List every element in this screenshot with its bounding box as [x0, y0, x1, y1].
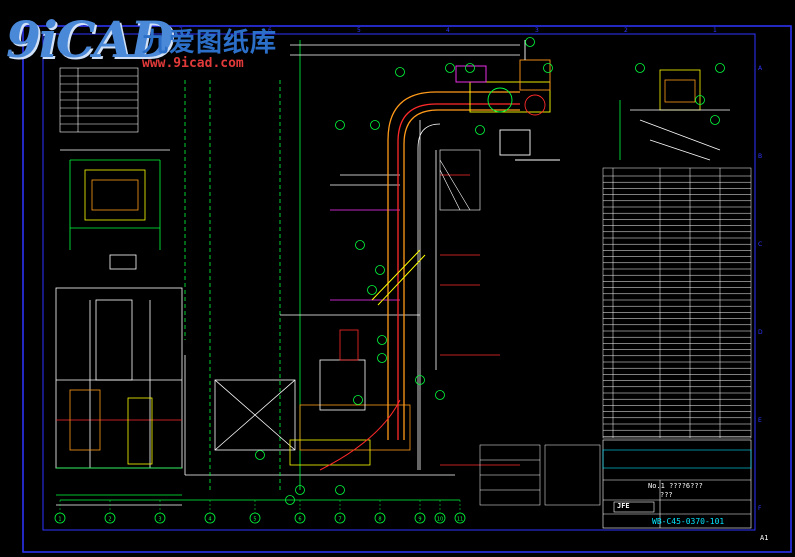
- callout-balloon: [435, 390, 445, 400]
- axis-callout-label: 9: [418, 517, 421, 523]
- grid-label-side: F: [758, 505, 762, 512]
- grid-label-top: 1: [713, 27, 717, 34]
- callout-balloon: [335, 120, 345, 130]
- callout-balloon: [377, 353, 387, 363]
- head-drive-assembly: [455, 40, 560, 161]
- title-line-1: No.1 ????6???: [648, 482, 703, 490]
- company-logo: JFE: [617, 502, 630, 510]
- grid-label-side: E: [758, 417, 762, 424]
- callout-balloon: [415, 375, 425, 385]
- callout-balloon: [445, 63, 455, 73]
- axis-callout-label: 10: [437, 517, 443, 523]
- grid-label-top: 5: [357, 27, 361, 34]
- callout-balloon: [355, 240, 365, 250]
- title-line-2: ???: [660, 491, 673, 499]
- axis-callout-label: 2: [108, 517, 111, 523]
- revision-block: [479, 444, 601, 506]
- grid-label-top: 6: [268, 27, 272, 34]
- left-elevation: [55, 287, 183, 506]
- grid-label-side: A: [758, 65, 763, 72]
- callout-balloon: [635, 63, 645, 73]
- axis-callout-label: 1: [58, 517, 61, 523]
- callout-balloon: [543, 63, 553, 73]
- callout-balloon: [285, 495, 295, 505]
- grid-label-top: 2: [624, 27, 628, 34]
- axis-callout-label: 5: [253, 517, 256, 523]
- callout-balloon: [335, 485, 345, 495]
- grid-label-top: 4: [446, 27, 450, 34]
- callout-balloon: [715, 63, 725, 73]
- axis-callouts: 1 2 3 4 5 6 7 8 9 10 11: [54, 500, 466, 524]
- sheet-inner-border: [42, 33, 756, 531]
- section-view-upper: [60, 149, 170, 270]
- callout-balloon: [375, 265, 385, 275]
- watermark-site-name: 九爱图纸库: [142, 28, 278, 58]
- spec-table: [59, 67, 139, 133]
- callout-balloon: [695, 95, 705, 105]
- grid-label-top: 7: [179, 27, 183, 34]
- sheet-outer-border: [22, 25, 792, 553]
- axis-callout-label: 11: [457, 517, 463, 523]
- drawing-number: WB-C45-0370-101: [652, 517, 725, 526]
- callout-balloon: [710, 115, 720, 125]
- axis-callout-label: 4: [208, 517, 211, 523]
- grid-label-top: 8: [90, 27, 94, 34]
- axis-callout-label: 7: [338, 517, 341, 523]
- conveyor-casing: [319, 91, 520, 471]
- callout-balloon: [395, 67, 405, 77]
- watermark: 9iCAD 九爱图纸库 www.9icad.com: [2, 4, 292, 76]
- callout-balloons: [255, 37, 725, 505]
- parts-list: [602, 167, 752, 439]
- grid-label-side: C: [758, 241, 762, 248]
- axis-callout-label: 3: [158, 517, 161, 523]
- watermark-url: www.9icad.com: [142, 56, 244, 71]
- detail-view: [619, 69, 730, 161]
- grid-labels-side: A B C D E F: [758, 65, 763, 512]
- callout-balloon: [353, 395, 363, 405]
- title-block: [602, 439, 752, 529]
- axis-callout-label: 8: [378, 517, 381, 523]
- sheet-size: A1: [760, 534, 769, 542]
- callout-balloon: [475, 125, 485, 135]
- callout-balloon: [255, 450, 265, 460]
- callout-balloon: [367, 285, 377, 295]
- callout-balloon: [465, 63, 475, 73]
- watermark-logo: 9iCAD: [6, 10, 174, 69]
- grid-label-side: D: [758, 329, 763, 336]
- callout-balloon: [377, 335, 387, 345]
- callout-balloon: [370, 120, 380, 130]
- grid-label-side: B: [758, 153, 762, 160]
- grid-label-top: 3: [535, 27, 539, 34]
- axis-callout-label: 6: [298, 517, 301, 523]
- callout-balloon: [525, 37, 535, 47]
- grid-labels-top: 8 7 6 5 4 3 2 1: [90, 27, 717, 34]
- callout-balloon: [295, 485, 305, 495]
